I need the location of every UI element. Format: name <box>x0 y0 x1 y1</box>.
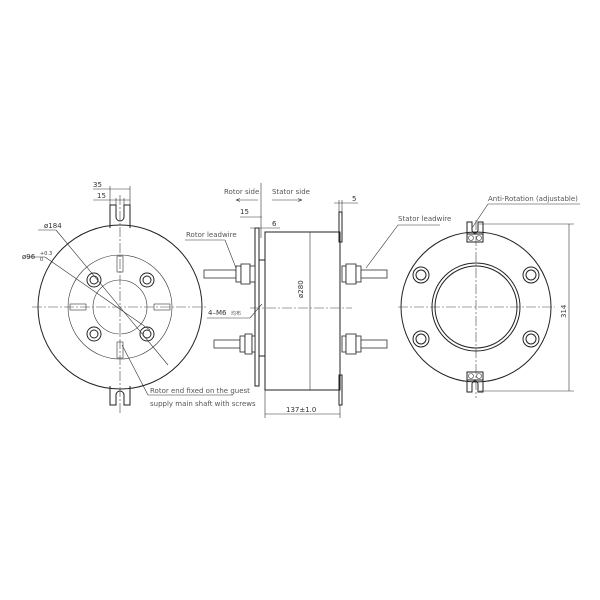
anti-rotation-tab-top <box>466 221 484 243</box>
label-anti-rotation: Anti-Rotation (adjustable) <box>488 195 578 203</box>
anti-rotation-tab-bottom <box>466 371 484 393</box>
stator-leadwire-top <box>341 263 388 285</box>
slip-ring-body <box>264 231 341 391</box>
rotor-leadwire-bottom <box>213 333 256 355</box>
dim-bore-tol-lower: 0 <box>40 257 43 263</box>
dim-bore-dia: ø96 <box>22 253 36 261</box>
dim-rotor-flange: 15 <box>240 208 249 216</box>
callout-line2: supply main shaft with screws <box>150 400 256 408</box>
stator-tab-top <box>338 211 343 243</box>
back-bolt-holes <box>412 266 540 348</box>
dim-body-dia: ø280 <box>297 280 305 298</box>
dim-slot-outer: 35 <box>93 181 102 189</box>
dim-height: 314 <box>560 304 568 318</box>
dim-stator-flange: 5 <box>352 195 356 203</box>
label-stator-side: Stator side <box>272 188 310 196</box>
label-rotor-leadwire: Rotor leadwire <box>186 231 237 239</box>
side-view: Rotor side Stator side ø280 15 6 5 137±1… <box>185 183 451 418</box>
dim-outer-dia: ø184 <box>44 222 62 230</box>
back-view: 314 Anti-Rotation (adjustable) <box>398 195 580 398</box>
label-rotor-side: Rotor side <box>224 188 259 196</box>
dim-gap: 6 <box>272 220 277 228</box>
rotor-flange <box>254 227 260 387</box>
stator-leadwire-bottom <box>341 333 388 355</box>
dim-bore-tol-upper: +0.3 <box>40 251 52 257</box>
front-view: ø184 ø96 +0.3 0 35 15 Rotor end fixed on… <box>22 181 256 415</box>
label-stator-leadwire: Stator leadwire <box>398 215 451 223</box>
stator-tab-bottom <box>338 374 343 406</box>
dim-length: 137±1.0 <box>286 406 316 414</box>
dim-screws: 4–M6 <box>208 309 227 317</box>
bolt-holes <box>86 272 155 342</box>
callout-line1: Rotor end fixed on the guest <box>150 387 250 395</box>
dim-slot-inner: 15 <box>97 192 106 200</box>
rotor-leadwire-top <box>203 263 256 285</box>
dim-screws-note: 均布 <box>231 310 241 317</box>
